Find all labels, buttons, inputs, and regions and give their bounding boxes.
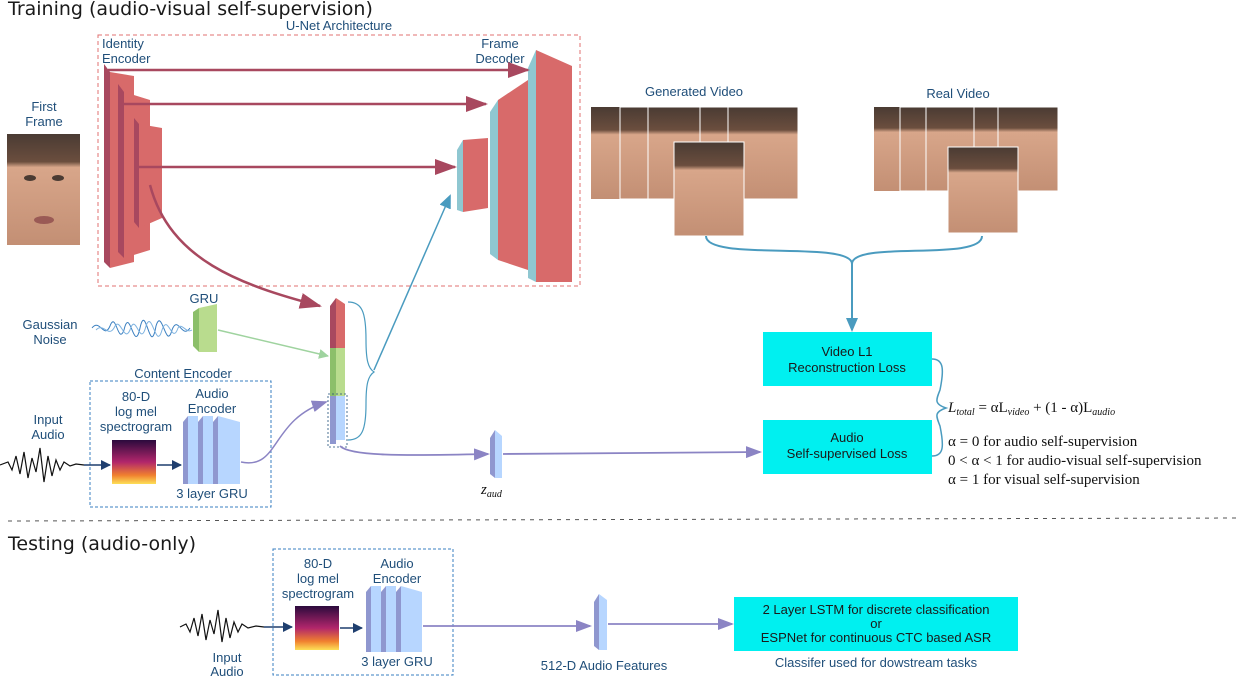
classifier-line-3: ESPNet for continuous CTC based ASR — [761, 630, 992, 645]
alpha-line-1: α = 0 for audio self-supervision — [948, 434, 1138, 450]
audio-encoder-blocks — [183, 416, 240, 484]
spectrogram-label-1: 80-D — [122, 389, 150, 404]
gaussian-noise-label-1: Gaussian — [23, 317, 78, 332]
video-merge-brace — [705, 235, 983, 265]
identity-encoder-label-1: Identity — [102, 36, 144, 51]
testing-title: Testing (audio-only) — [7, 533, 196, 555]
noise-waveform — [91, 319, 193, 338]
input-audio-waveform — [0, 447, 85, 483]
identity-encoder-label-2: Encoder — [102, 51, 151, 66]
video-loss-box — [763, 332, 932, 386]
first-frame-image — [7, 134, 80, 245]
gru3-label: 3 layer GRU — [176, 486, 248, 501]
classifier-line-1: 2 Layer LSTM for discrete classification — [763, 602, 990, 617]
video-loss-label-1: Video L1 — [821, 344, 872, 359]
classifier-box — [734, 597, 1018, 651]
test-features-label: 512-D Audio Features — [541, 658, 668, 673]
audio-loss-label-1: Audio — [830, 430, 863, 445]
test-spectrogram-label-2: log mel — [297, 571, 339, 586]
classifier-caption: Classifer used for dowstream tasks — [775, 655, 978, 670]
content-encoder-label: Content Encoder — [134, 366, 232, 381]
latent-brace — [347, 301, 376, 441]
test-spectrogram-label-3: spectrogram — [282, 586, 354, 601]
alpha-line-2: 0 < α < 1 for audio-visual self-supervis… — [948, 453, 1202, 469]
test-input-audio-label-1: Input — [213, 650, 242, 665]
gru-block — [193, 304, 217, 352]
content-encoder-box — [89, 380, 272, 508]
alpha-line-3: α = 1 for visual self-supervision — [948, 472, 1140, 488]
unet-box — [97, 34, 581, 287]
identity-latent-arrow — [148, 184, 322, 309]
classifier-line-2: or — [870, 616, 882, 631]
input-audio-label-2: Audio — [31, 427, 64, 442]
total-loss-equation: Ltotal = αLvideo + (1 - α)Laudio — [947, 400, 1115, 418]
generated-video-frames — [591, 106, 799, 237]
unet-label: U-Net Architecture — [286, 18, 392, 33]
audio-encoder-label-2: Encoder — [188, 401, 237, 416]
test-spectrogram-label-1: 80-D — [304, 556, 332, 571]
video-loss-label-2: Reconstruction Loss — [788, 360, 906, 375]
test-audio-encoder-blocks — [366, 586, 422, 652]
gru-to-latent-arrow — [217, 329, 329, 359]
spectrogram-label-3: spectrogram — [100, 419, 172, 434]
test-audio-encoder-label-2: Encoder — [373, 571, 422, 586]
input-audio-label-1: Input — [34, 412, 63, 427]
identity-encoder-blocks — [104, 64, 162, 268]
zaud-label: zaud — [480, 482, 503, 500]
encoder-to-latent-arrow — [240, 400, 328, 464]
gru-label: GRU — [190, 291, 219, 306]
loss-brace — [931, 358, 949, 457]
test-audio-encoder-label-1: Audio — [380, 556, 413, 571]
zaud-block — [490, 430, 502, 478]
audio-loss-box — [763, 420, 932, 474]
test-encoder-box — [272, 548, 454, 676]
test-features-block — [594, 594, 607, 650]
generated-video-label: Generated Video — [645, 84, 743, 99]
latent-to-decoder-arrow — [373, 194, 451, 371]
first-frame-label-2: Frame — [25, 114, 63, 129]
real-video-frames — [874, 106, 1059, 234]
zaud-to-audio-loss-arrow — [502, 446, 762, 459]
spectrogram-image — [112, 440, 156, 484]
frame-decoder-label-2: Decoder — [475, 51, 525, 66]
spectrogram-label-2: log mel — [115, 404, 157, 419]
audio-loss-label-2: Self-supervised Loss — [787, 446, 908, 461]
gaussian-noise-label-2: Noise — [33, 332, 66, 347]
latent-vector — [327, 298, 348, 448]
frame-decoder-label-1: Frame — [481, 36, 519, 51]
real-video-label: Real Video — [926, 86, 989, 101]
section-divider — [7, 517, 1241, 522]
frame-decoder-blocks — [457, 50, 572, 282]
test-gru3-label: 3 layer GRU — [361, 654, 433, 669]
training-title: Training (audio-visual self-supervision) — [7, 0, 373, 20]
latent-to-zaud-arrow — [339, 445, 490, 461]
test-spectrogram-image — [295, 606, 339, 650]
test-audio-waveform — [179, 609, 265, 643]
first-frame-label-1: First — [31, 99, 57, 114]
audio-encoder-label-1: Audio — [195, 386, 228, 401]
test-input-audio-label-2: Audio — [210, 664, 243, 676]
